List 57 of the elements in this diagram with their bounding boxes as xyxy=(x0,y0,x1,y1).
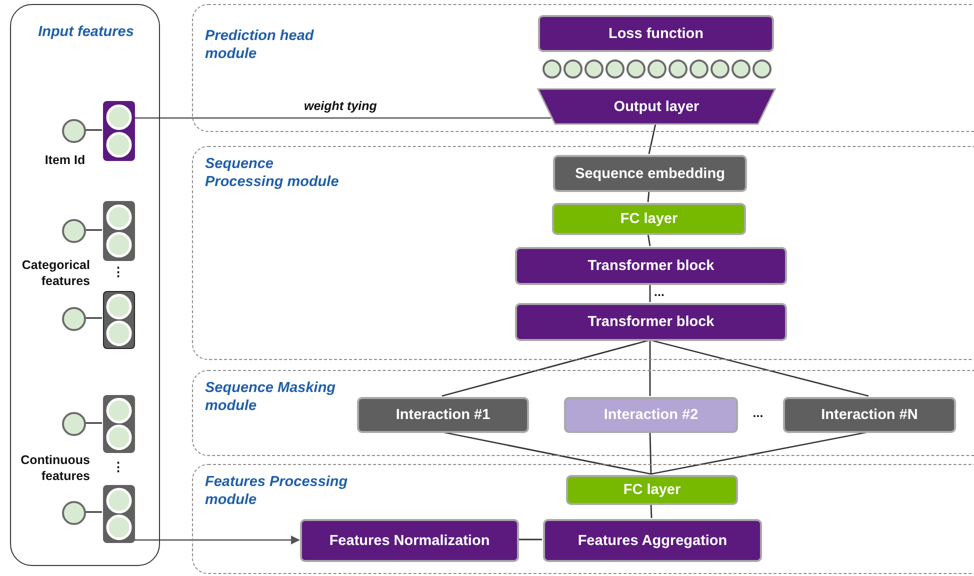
layer-box: FC layer xyxy=(566,475,738,505)
module-heading: Prediction head module xyxy=(205,27,315,63)
input-circle xyxy=(62,412,86,436)
module-heading: Sequence Processing module xyxy=(205,155,340,191)
text-label: Item Id xyxy=(44,152,86,168)
connector xyxy=(442,431,652,475)
layer-box: Interaction #N xyxy=(783,397,956,433)
input-circle xyxy=(62,501,86,525)
connector xyxy=(85,129,102,131)
connector xyxy=(647,234,651,246)
connector xyxy=(518,538,542,540)
input-circle xyxy=(62,307,86,331)
connector xyxy=(85,422,102,424)
connector xyxy=(442,339,650,397)
connector xyxy=(648,124,656,154)
connector xyxy=(649,340,651,396)
connector xyxy=(650,504,652,518)
module-heading: Sequence Masking module xyxy=(205,379,337,415)
embedding-bar xyxy=(103,485,135,543)
text-label: ⋮ xyxy=(112,264,122,280)
text-label: ... xyxy=(654,284,666,300)
module-panel xyxy=(192,370,974,456)
embedding-bar xyxy=(103,291,135,349)
module-panel xyxy=(192,146,974,360)
layer-box: Features Aggregation xyxy=(543,519,762,562)
module-heading: Input features xyxy=(37,23,135,41)
layer-box: Transformer block xyxy=(515,247,787,285)
edge-label: weight tying xyxy=(304,99,377,113)
module-panel xyxy=(192,464,974,574)
layer-box: Loss function xyxy=(538,15,774,52)
module-heading: Features Processing module xyxy=(205,473,349,509)
text-label: Continuous features xyxy=(20,452,90,484)
connector xyxy=(85,229,102,231)
connector xyxy=(85,511,102,513)
input-features-panel xyxy=(10,4,160,566)
layer-box: Interaction #2 xyxy=(564,397,738,433)
connector xyxy=(85,317,102,319)
layer-box: Sequence embedding xyxy=(553,155,747,192)
connector xyxy=(134,536,300,544)
layer-box: Features Normalization xyxy=(300,519,519,562)
layer-box: Interaction #1 xyxy=(357,397,529,433)
connector xyxy=(649,284,651,302)
embedding-bar xyxy=(103,101,135,161)
connector xyxy=(649,432,652,474)
text-label: Categorical features xyxy=(20,257,90,289)
output-layer: Output layer xyxy=(537,88,776,125)
connector xyxy=(647,190,650,202)
connector xyxy=(134,117,552,119)
text-label: ⋮ xyxy=(112,459,122,475)
layer-box: FC layer xyxy=(552,203,746,235)
embedding-bar xyxy=(103,395,135,453)
text-label: ... xyxy=(752,405,764,421)
input-circle xyxy=(62,119,86,143)
embedding-bar xyxy=(103,201,135,261)
input-circle xyxy=(62,219,86,243)
connector xyxy=(650,339,869,397)
layer-box: Transformer block xyxy=(515,303,787,341)
